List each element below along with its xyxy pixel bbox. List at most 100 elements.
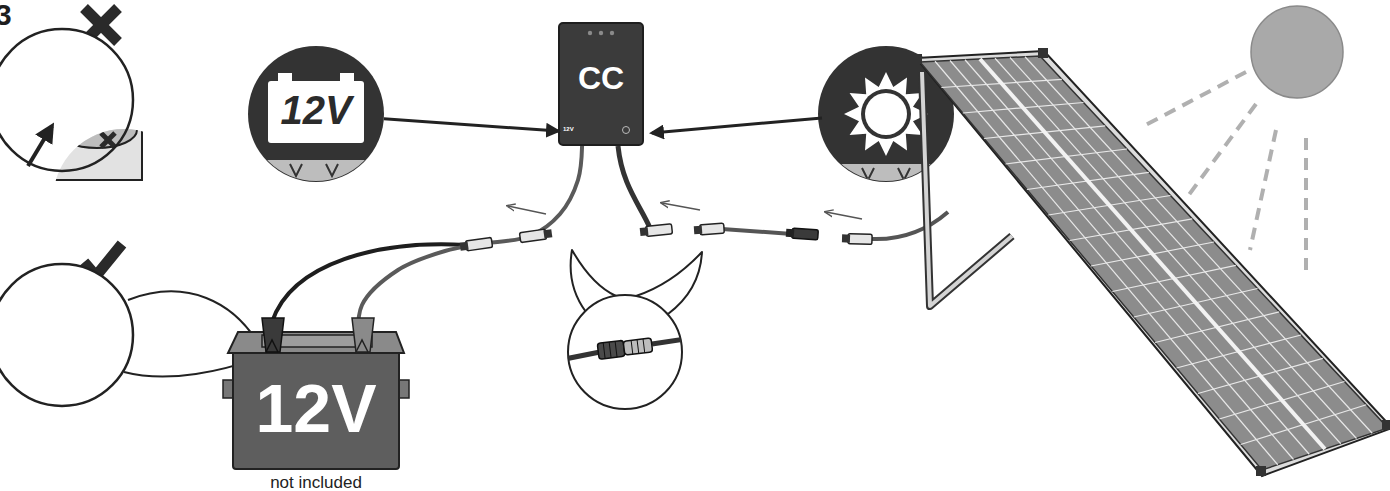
status-led bbox=[599, 31, 603, 35]
right-detail bbox=[0, 264, 262, 415]
plug-body bbox=[792, 228, 819, 240]
charge-controller: CC bbox=[558, 22, 644, 146]
battery-voltage: 12V bbox=[234, 374, 398, 442]
step-number: 3 bbox=[0, 0, 12, 30]
battery-lid-block bbox=[262, 335, 372, 347]
pointer-arrow bbox=[28, 126, 52, 166]
icon-band bbox=[810, 164, 970, 194]
panel-corner bbox=[912, 54, 922, 64]
wrong-mark bbox=[84, 8, 118, 42]
icon-band bbox=[248, 160, 384, 182]
battery-glyph-terminal bbox=[340, 73, 354, 83]
icon-outline bbox=[248, 46, 384, 182]
cell-line bbox=[995, 58, 1341, 444]
sun-ring bbox=[861, 89, 911, 139]
plug-body bbox=[646, 224, 673, 237]
cell-line bbox=[1025, 57, 1372, 434]
sun-icon bbox=[810, 46, 970, 194]
sun-disk bbox=[865, 93, 907, 135]
plug-sleeve bbox=[460, 242, 469, 251]
note-text: not included bbox=[234, 474, 398, 491]
plug-sleeve bbox=[640, 227, 649, 236]
sun bbox=[1251, 6, 1343, 98]
terminal-plus-mark bbox=[101, 133, 115, 147]
detail-circle-bg bbox=[0, 264, 133, 406]
battery-lid bbox=[228, 332, 404, 353]
battery-glyph bbox=[268, 81, 364, 143]
icon-band-detail bbox=[290, 164, 338, 176]
bolt-top bbox=[90, 55, 106, 61]
cell-line bbox=[950, 61, 1294, 460]
bolt-top bbox=[90, 290, 106, 296]
panel-divider bbox=[980, 59, 1325, 449]
cell-line bbox=[1177, 335, 1302, 368]
panel-cable bbox=[872, 212, 948, 239]
bolt-nut bbox=[86, 321, 110, 333]
direction-arrow bbox=[826, 212, 862, 219]
bubble-tail bbox=[636, 252, 702, 314]
clamp-jaw bbox=[356, 340, 368, 352]
cell-line bbox=[1006, 149, 1128, 164]
direction-arrow bbox=[662, 203, 700, 210]
cell-line bbox=[965, 60, 1309, 455]
icon-circle bbox=[248, 46, 384, 182]
battery-clamp bbox=[352, 318, 374, 352]
panel-stand bbox=[922, 72, 1012, 306]
panel-corner bbox=[1256, 466, 1266, 476]
bubble-tail bbox=[571, 250, 616, 312]
detail-cable bbox=[652, 338, 692, 344]
cell-line bbox=[1219, 382, 1344, 420]
status-led bbox=[610, 31, 614, 35]
terminal-plus-mark bbox=[101, 368, 115, 382]
battery-cable bbox=[358, 146, 583, 352]
icon-voltage: 12V bbox=[248, 90, 384, 130]
solar-port-icon bbox=[623, 127, 630, 134]
leader-line bbox=[124, 358, 258, 377]
panel-cells bbox=[920, 56, 1388, 470]
port-label: 12V bbox=[563, 126, 574, 132]
leader-line bbox=[128, 291, 262, 350]
bubble-circle bbox=[568, 295, 682, 409]
cell-line bbox=[984, 126, 1105, 139]
battery-icon-circle: 12V bbox=[248, 46, 384, 182]
clamp-jaw bbox=[266, 340, 278, 352]
battery-lid bbox=[0, 45, 142, 100]
extension-cable bbox=[722, 229, 792, 234]
detail-circle-bg bbox=[0, 29, 133, 171]
terminal-pad bbox=[57, 347, 137, 383]
solar-panel bbox=[912, 48, 1390, 476]
cell-grid bbox=[935, 57, 1372, 465]
cell-line bbox=[935, 61, 1278, 465]
cell-line bbox=[1241, 405, 1367, 445]
sae-plug bbox=[640, 224, 673, 237]
sae-plug bbox=[786, 228, 819, 240]
wrong-detail bbox=[0, 29, 142, 180]
plug-body bbox=[519, 229, 546, 243]
pointer-arrow bbox=[652, 118, 822, 133]
cell-line bbox=[1091, 242, 1214, 266]
sun-icon-circle bbox=[818, 46, 954, 182]
plug-grip bbox=[603, 338, 645, 359]
panel-stand bbox=[922, 72, 1012, 306]
cell-line bbox=[1070, 219, 1193, 241]
terminal-plus-mark bbox=[101, 133, 115, 147]
detail-plug bbox=[623, 338, 652, 355]
cell-line bbox=[1112, 265, 1235, 291]
wrong-mark-stroke bbox=[84, 8, 118, 42]
plug-sleeve bbox=[543, 229, 552, 238]
battery: 12Vnot included bbox=[232, 352, 400, 470]
panel-corner bbox=[1382, 420, 1390, 430]
sae-plug bbox=[459, 237, 492, 251]
sae-plug bbox=[842, 233, 872, 244]
plug-sleeve bbox=[786, 229, 795, 238]
bolt-nut bbox=[86, 86, 110, 98]
terminal-bolt bbox=[90, 58, 106, 110]
sae-plug bbox=[519, 228, 552, 242]
plug-body bbox=[848, 234, 872, 245]
detail-circle bbox=[0, 264, 133, 406]
cell-line bbox=[1155, 312, 1279, 343]
cell-line bbox=[1027, 172, 1149, 189]
